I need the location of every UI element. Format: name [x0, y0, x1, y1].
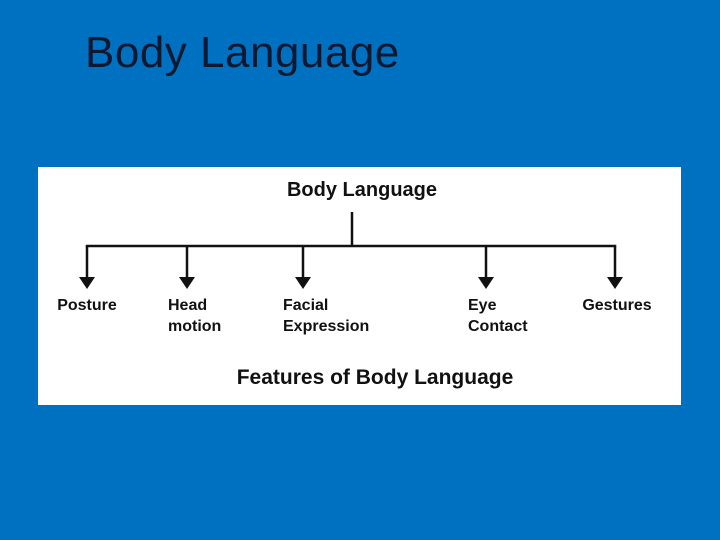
- diagram-root-label: Body Language: [286, 179, 438, 201]
- down-arrow-icon: [179, 277, 195, 289]
- slide-title: Body Language: [85, 28, 400, 77]
- node-label-line: Facial: [283, 297, 329, 314]
- node-label-line: motion: [168, 318, 222, 335]
- down-arrow-icon: [79, 277, 95, 289]
- node-label-line: Posture: [57, 297, 117, 314]
- node-label-head-motion: Head motion: [168, 295, 221, 337]
- node-label-line: Expression: [283, 318, 370, 335]
- node-label-gestures: Gestures: [582, 295, 651, 316]
- node-label-line: Eye: [468, 297, 497, 314]
- down-arrow-icon: [478, 277, 494, 289]
- diagram-panel: Body Language Posture Head motion Facial…: [38, 167, 681, 405]
- tree-connector-lines: [79, 212, 623, 289]
- down-arrow-icon: [607, 277, 623, 289]
- down-arrow-icon: [295, 277, 311, 289]
- node-label-line: Head: [168, 297, 208, 314]
- node-label-line: Contact: [468, 318, 528, 335]
- node-label-facial-expression: Facial Expression: [283, 295, 369, 337]
- node-label-line: Gestures: [582, 297, 652, 314]
- node-label-eye-contact: Eye Contact: [468, 295, 528, 337]
- diagram-caption: Features of Body Language: [236, 366, 514, 389]
- node-label-posture: Posture: [57, 295, 117, 316]
